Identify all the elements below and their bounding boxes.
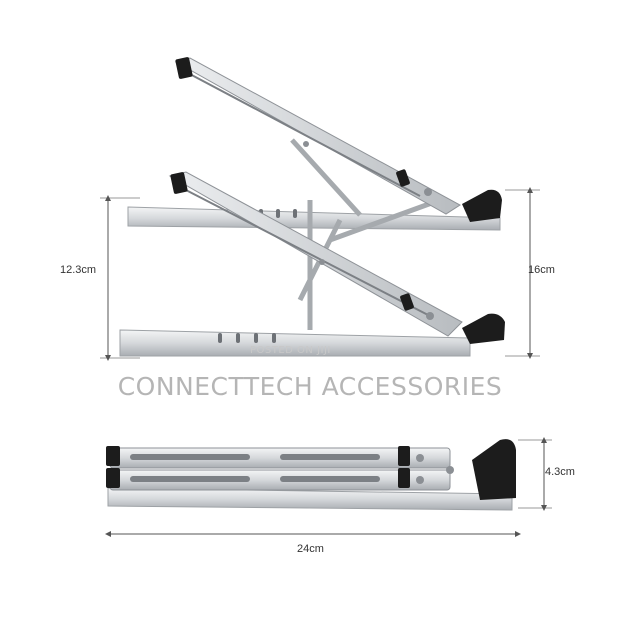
folded-lip-pad [472,439,516,500]
back-lip-pad [462,189,502,222]
back-base-plate [127,206,501,231]
dimension-lines [100,187,540,361]
folded-rubber-pads [106,439,516,500]
front-lip-pad [462,313,505,344]
folded-stand [106,439,516,511]
folded-base [107,487,513,511]
left-height-label: 12.3cm [60,264,97,276]
folded-dimension-lines [105,437,552,537]
folded-height-label: 4.3cm [545,466,575,478]
brand-watermark: CONNECTTECH ACCESSORIES [117,372,503,401]
hinge-holes [303,141,434,320]
expanded-stand [119,57,505,357]
front-base-plate [119,329,471,357]
right-height-label: 16cm [528,264,555,276]
posted-watermark: POSTED ON JIJI [250,345,331,356]
length-label: 24cm [297,543,324,555]
rubber-pads [170,57,505,344]
